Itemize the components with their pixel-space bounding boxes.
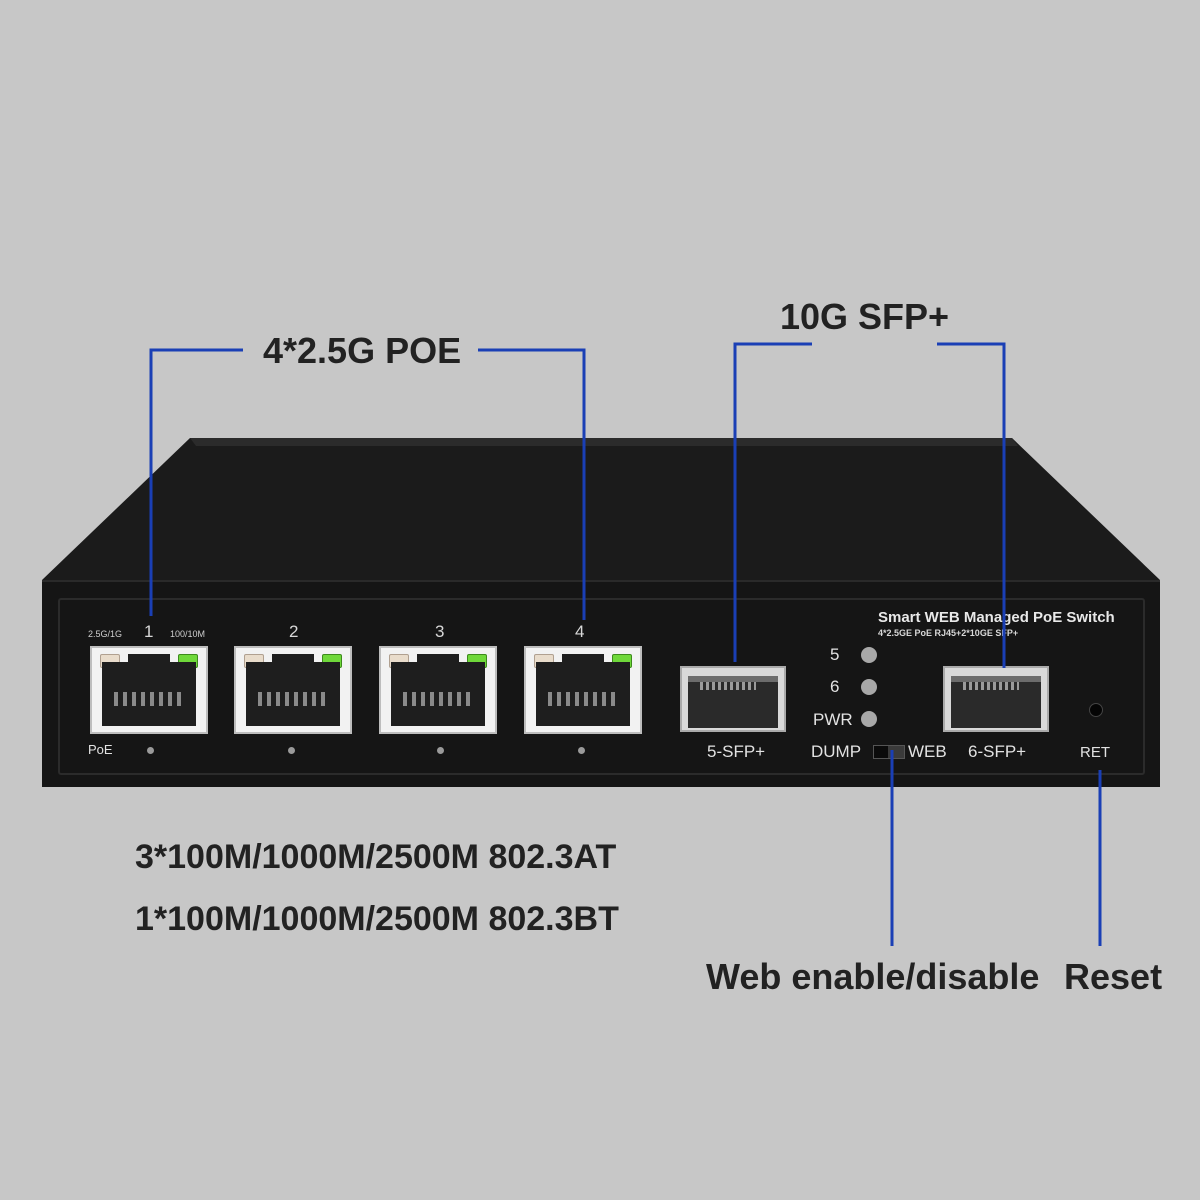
speed-legend-right: 100/10M	[170, 629, 206, 639]
brand-title: Smart WEB Managed PoE Switch	[878, 609, 1115, 626]
port-number-3: 3	[435, 622, 445, 641]
sfp-port-5[interactable]	[680, 666, 786, 732]
switch-label-web: WEB	[908, 742, 947, 761]
rj45-port-4[interactable]	[524, 646, 642, 734]
web-toggle-switch[interactable]	[873, 745, 905, 759]
rj45-port-1[interactable]	[90, 646, 208, 734]
led-label-6: 6	[830, 677, 840, 696]
sfp-port-6[interactable]	[943, 666, 1049, 732]
poe-led-icon-3	[437, 747, 444, 754]
led-icon-6	[861, 679, 877, 695]
port-number-2: 2	[289, 622, 299, 641]
switch-label-dump: DUMP	[811, 742, 862, 761]
front-bezel	[58, 598, 1145, 775]
reset-callout: Reset	[1064, 956, 1163, 997]
led-icon-5	[861, 647, 877, 663]
poe-led-icon-2	[288, 747, 295, 754]
web-callout: Web enable/disable	[706, 956, 1040, 997]
spec-line-2: 1*100M/1000M/2500M 802.3BT	[135, 900, 619, 938]
port-number-4: 4	[575, 622, 585, 641]
brand-subtitle: 4*2.5GE PoE RJ45+2*10GE SFP+	[878, 628, 1019, 638]
sfp-callout: 10G SFP+	[780, 296, 950, 337]
reset-label: RET	[1080, 744, 1110, 761]
led-label-5: 5	[830, 645, 840, 664]
rj45-port-2[interactable]	[234, 646, 352, 734]
reset-button[interactable]	[1089, 703, 1103, 717]
sfp-port-5-label: 5-SFP+	[707, 742, 766, 761]
rj45-port-3[interactable]	[379, 646, 497, 734]
spec-line-1: 3*100M/1000M/2500M 802.3AT	[135, 838, 617, 876]
led-icon-pwr	[861, 711, 877, 727]
speed-legend-left: 2.5G/1G	[88, 629, 123, 639]
poe-callout: 4*2.5G POE	[263, 330, 462, 371]
poe-label: PoE	[88, 742, 113, 757]
sfp-port-6-label: 6-SFP+	[968, 742, 1027, 761]
poe-led-icon-1	[147, 747, 154, 754]
port-number-1: 1	[144, 622, 154, 641]
poe-led-icon-4	[578, 747, 585, 754]
led-label-pwr: PWR	[813, 710, 853, 729]
